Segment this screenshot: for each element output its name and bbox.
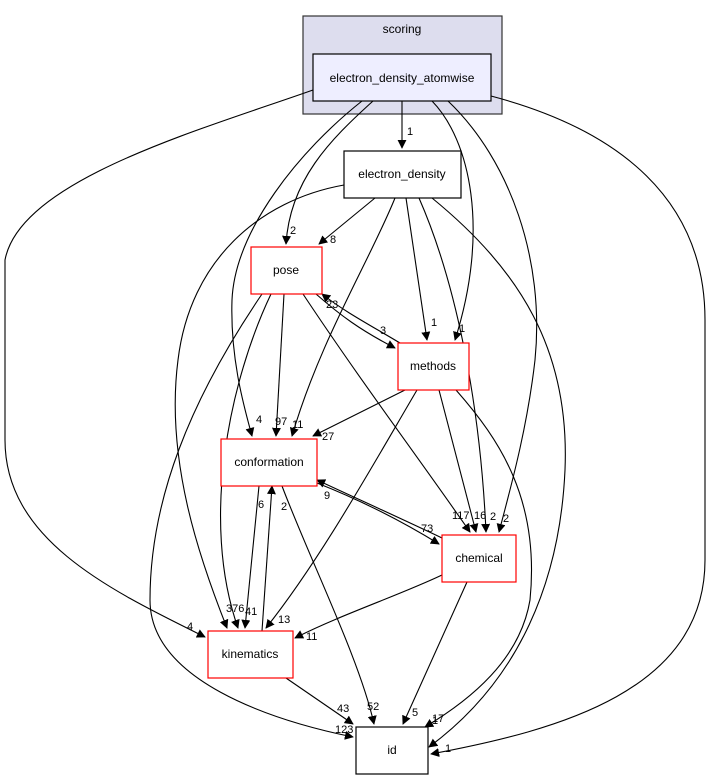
edge-label-electron-density-atomwise-to-kinematics[interactable]: 4 <box>187 621 193 633</box>
edge-label-methods-to-chemical[interactable]: 16 <box>474 510 486 522</box>
node-label: kinematics <box>222 647 279 661</box>
node-electron-density[interactable]: electron_density <box>343 150 462 199</box>
edge-label-conformation-to-id[interactable]: 52 <box>367 701 379 713</box>
edge-methods-to-chemical[interactable] <box>438 389 479 533</box>
node-box <box>397 342 470 391</box>
node-box <box>250 246 323 295</box>
node-conformation[interactable]: conformation <box>220 438 318 487</box>
edge-kinematics-to-id[interactable] <box>285 677 354 725</box>
node-chemical[interactable]: chemical <box>441 534 517 583</box>
edge-chemical-to-kinematics[interactable] <box>294 574 443 639</box>
edge-label-electron-density-atomwise-to-conformation[interactable]: 4 <box>256 414 262 426</box>
edge-label-methods-to-pose[interactable]: 23 <box>326 299 338 311</box>
edge-pose-to-conformation[interactable] <box>271 293 285 437</box>
edge-label-electron-density-atomwise-to-pose[interactable]: 2 <box>290 225 296 237</box>
edge-label-chemical-to-id[interactable]: 5 <box>412 707 418 719</box>
edge-pose-to-chemical[interactable] <box>302 293 471 533</box>
node-label: electron_density <box>358 167 445 181</box>
edge-label-pose-to-conformation[interactable]: 97 <box>275 416 287 428</box>
edge-electron-density-to-conformation[interactable] <box>289 197 396 437</box>
edge-electron-density-atomwise-to-chemical[interactable] <box>447 100 538 533</box>
node-methods[interactable]: methods <box>397 342 470 391</box>
node-label: conformation <box>234 455 303 469</box>
edge-electron-density-atomwise-to-kinematics[interactable] <box>4 89 314 638</box>
edge-label-methods-to-conformation[interactable]: 27 <box>322 431 334 443</box>
edge-pose-to-id[interactable] <box>149 293 354 740</box>
edge-label-electron-density-to-chemical[interactable]: 2 <box>490 511 496 523</box>
edge-methods-to-conformation[interactable] <box>312 389 406 437</box>
edge-label-electron-density-to-methods[interactable]: 1 <box>431 317 437 329</box>
edge-electron-density-atomwise-to-conformation[interactable] <box>231 100 363 437</box>
edge-label-electron-density-to-kinematics[interactable]: 376 <box>226 603 244 615</box>
edge-label-methods-to-id[interactable]: 17 <box>432 713 444 725</box>
node-id[interactable]: id <box>355 726 429 775</box>
edge-label-electron-density-atomwise-to-electron-density[interactable]: 1 <box>407 126 413 138</box>
edge-label-pose-to-methods[interactable]: 3 <box>380 325 386 337</box>
edge-kinematics-to-conformation[interactable] <box>261 485 276 632</box>
edge-labels-layer: 1214241811123761323971174112327161317739… <box>187 126 509 755</box>
edge-label-electron-density-to-conformation[interactable]: 11 <box>292 419 303 431</box>
nodes-layer: electron_density_atomwise electron_densi… <box>207 53 517 775</box>
edges-layer <box>4 89 706 757</box>
edge-conformation-to-id[interactable] <box>281 485 377 725</box>
edge-methods-to-kinematics[interactable] <box>265 389 418 629</box>
edge-electron-density-to-kinematics[interactable] <box>174 184 345 629</box>
edge-label-pose-to-chemical[interactable]: 117 <box>452 510 470 522</box>
node-box <box>343 150 462 199</box>
node-box <box>220 438 318 487</box>
node-box <box>441 534 517 583</box>
edge-label-chemical-to-kinematics[interactable]: 11 <box>306 631 317 643</box>
node-electron-density-atomwise[interactable]: electron_density_atomwise <box>312 53 492 102</box>
node-pose[interactable]: pose <box>250 246 323 295</box>
node-box <box>312 53 492 102</box>
edge-label-electron-density-atomwise-to-id[interactable]: 1 <box>445 743 451 755</box>
edge-methods-to-pose[interactable] <box>321 293 401 344</box>
node-label: methods <box>410 359 456 373</box>
edge-label-kinematics-to-conformation[interactable]: 2 <box>281 501 287 513</box>
edge-chemical-to-id[interactable] <box>402 581 468 725</box>
edge-chemical-to-conformation[interactable] <box>316 479 443 539</box>
node-label: pose <box>273 263 299 277</box>
edge-label-electron-density-to-pose[interactable]: 8 <box>330 234 336 246</box>
edge-label-electron-density-atomwise-to-chemical[interactable]: 2 <box>503 513 509 525</box>
edge-electron-density-atomwise-to-methods[interactable] <box>431 100 474 341</box>
edge-electron-density-atomwise-to-id[interactable] <box>430 95 706 757</box>
edge-label-kinematics-to-id[interactable]: 43 <box>337 703 349 715</box>
node-kinematics[interactable]: kinematics <box>207 630 294 679</box>
edge-label-conformation-to-chemical[interactable]: 73 <box>421 523 433 535</box>
edge-methods-to-id[interactable] <box>424 389 533 728</box>
edge-label-conformation-to-kinematics[interactable]: 6 <box>258 499 264 511</box>
node-box <box>207 630 294 679</box>
node-box <box>355 726 429 775</box>
node-label: electron_density_atomwise <box>330 71 475 85</box>
edge-electron-density-atomwise-to-pose[interactable] <box>282 100 374 245</box>
edge-label-electron-density-to-id[interactable]: 1 <box>432 715 438 727</box>
node-label: id <box>387 743 396 757</box>
edge-label-methods-to-kinematics[interactable]: 13 <box>278 614 290 626</box>
edge-electron-density-to-pose[interactable] <box>318 197 376 245</box>
edge-conformation-to-kinematics[interactable] <box>241 485 260 629</box>
edge-label-chemical-to-conformation[interactable]: 9 <box>324 490 330 502</box>
edge-label-pose-to-id[interactable]: 123 <box>335 724 353 736</box>
edge-electron-density-to-id[interactable] <box>428 197 566 748</box>
edge-conformation-to-chemical[interactable] <box>316 482 440 545</box>
node-label: chemical <box>455 551 502 565</box>
edge-electron-density-to-methods[interactable] <box>405 197 431 341</box>
edge-label-pose-to-kinematics[interactable]: 41 <box>245 606 257 618</box>
cluster-label: scoring <box>383 22 422 36</box>
edge-label-electron-density-atomwise-to-methods[interactable]: 1 <box>459 323 465 335</box>
